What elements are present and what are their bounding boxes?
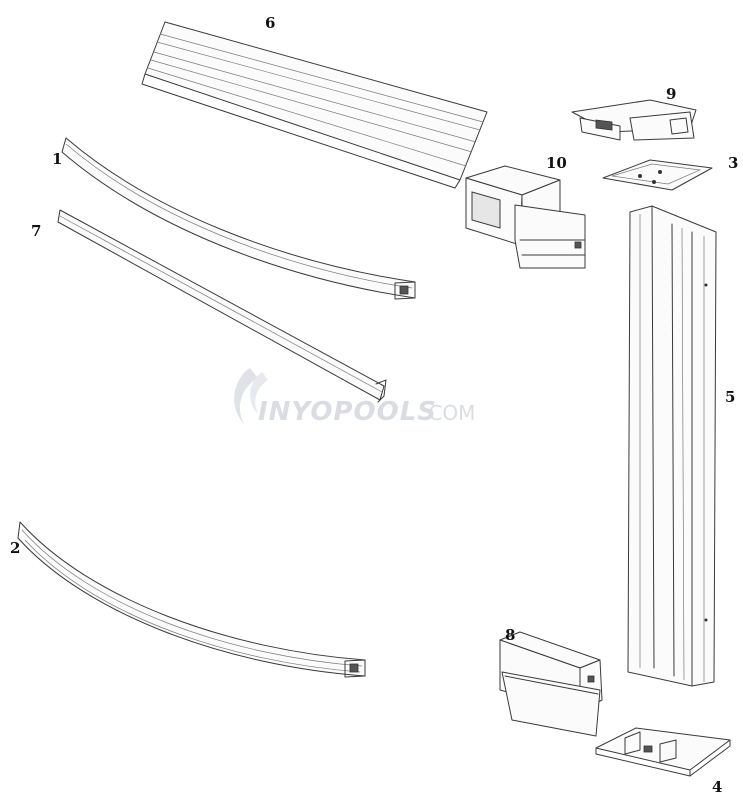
part-label-4: 4 — [712, 778, 722, 796]
part-label-7: 7 — [31, 222, 41, 240]
part-5-upright — [627, 205, 717, 687]
part-6-wall-panel — [141, 21, 488, 189]
part-label-5: 5 — [725, 388, 735, 406]
part-label-1: 1 — [52, 150, 62, 168]
watermark-suffix: .COM — [422, 401, 475, 425]
part-label-2: 2 — [10, 539, 20, 557]
watermark-swirl-icon — [234, 368, 268, 425]
watermark: INYOPOOLS .COM — [234, 368, 475, 427]
watermark-brand: INYOPOOLS — [258, 397, 437, 427]
part-4-base-shoe — [595, 727, 731, 777]
part-3-plate — [602, 159, 713, 191]
part-8-bottom-cap — [499, 631, 603, 737]
part-7-stabilizer-rail — [57, 209, 387, 403]
part-9-top-connector — [571, 99, 697, 141]
part-label-6: 6 — [265, 14, 275, 32]
part-label-3: 3 — [728, 154, 738, 172]
part-label-9: 9 — [666, 85, 676, 103]
part-2-bottom-rail — [17, 521, 366, 678]
part-10-top-cap — [465, 165, 586, 269]
part-label-10: 10 — [546, 154, 567, 172]
part-label-8: 8 — [505, 626, 515, 644]
part-1-top-rail — [61, 137, 416, 300]
